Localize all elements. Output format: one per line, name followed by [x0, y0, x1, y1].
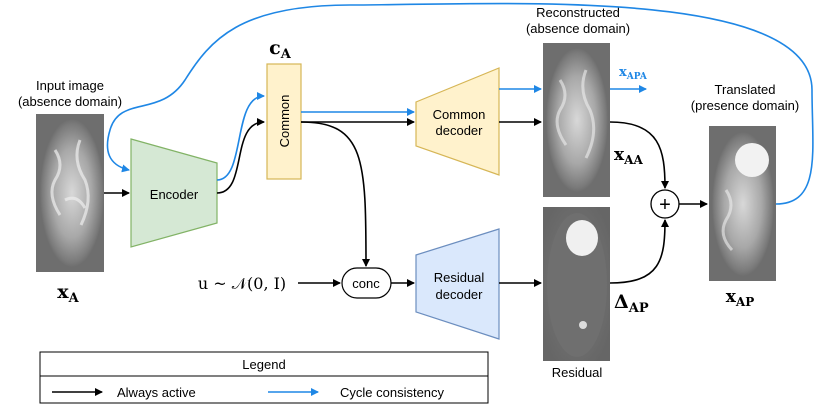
legend-title: Legend — [242, 357, 285, 372]
residual-label: Residual — [552, 365, 603, 380]
translated-title: Translated — [715, 82, 776, 97]
arrow-reconstructed-to-sum — [609, 121, 669, 189]
conc-label: conc — [352, 276, 380, 291]
legend: Legend Always active Cycle consistency — [39, 351, 489, 404]
residual-decoder-label-1: Residual — [434, 270, 485, 285]
always-active-arrows — [104, 118, 708, 287]
sum-symbol: + — [659, 194, 671, 216]
encoder-label: Encoder — [150, 187, 199, 202]
cycle-consistency-arrows — [106, 2, 814, 205]
noise-label: u ~ 𝒩(0, I) — [198, 274, 286, 293]
common-decoder-label-2: decoder — [436, 123, 484, 138]
x-aa-label: xAA — [614, 145, 643, 167]
translated-subtitle: (presence domain) — [691, 98, 799, 113]
reconstructed-title: Reconstructed — [536, 5, 620, 20]
reconstructed-image — [543, 43, 610, 197]
residual-decoder-label-2: decoder — [436, 287, 484, 302]
reconstructed-subtitle: (absence domain) — [526, 21, 630, 36]
encoder-block — [130, 138, 218, 248]
x-apa-label: xAPA — [619, 65, 648, 82]
residual-decoder-block — [415, 228, 500, 340]
input-image — [36, 114, 104, 272]
common-decoder-label-1: Common — [433, 107, 486, 122]
arrow-translated-cycle-back — [106, 2, 814, 205]
legend-always-active: Always active — [117, 385, 196, 400]
arrow-encoder-to-common-blue — [216, 92, 265, 181]
common-block — [266, 63, 302, 180]
translated-image — [709, 126, 776, 281]
arrow-encoder-to-common — [216, 118, 265, 194]
x-a-label: xA — [57, 281, 79, 306]
residual-image — [543, 207, 610, 361]
c-a-label: cA — [269, 37, 292, 62]
input-image-subtitle: (absence domain) — [18, 94, 122, 109]
arrow-residual-to-sum — [609, 219, 669, 284]
input-image-title: Input image — [36, 78, 104, 93]
x-ap-label: xAP — [726, 287, 754, 309]
delta-ap-label: ΔAP — [614, 291, 649, 316]
common-label: Common — [277, 95, 292, 148]
common-decoder-block — [415, 67, 500, 176]
arrow-common-to-conc — [300, 121, 370, 267]
legend-cycle-consistency: Cycle consistency — [340, 385, 445, 400]
